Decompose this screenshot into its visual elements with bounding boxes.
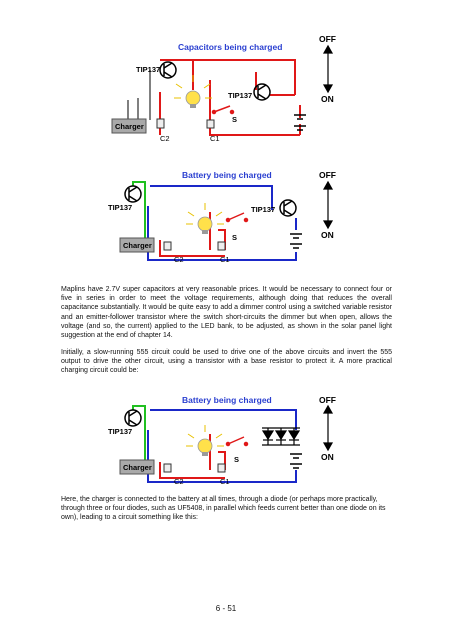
cap-label: C1 <box>210 134 220 143</box>
cap-label: C2 <box>174 477 184 486</box>
figure-capacitors-charging: Capacitors being charged TIP137 TIP137 <box>111 34 336 143</box>
page-number: 6 - 51 <box>215 604 237 613</box>
charger-label: Charger <box>123 241 152 250</box>
on-label: ON <box>321 230 334 240</box>
off-label: OFF <box>319 170 336 180</box>
switch-label: S <box>232 115 237 124</box>
figure-battery-charging-diodes: Battery being charged TIP137 S Charge <box>108 395 336 486</box>
transistor-icon <box>279 199 297 217</box>
transistor-icon <box>124 185 142 203</box>
arrow-icon <box>322 404 334 452</box>
body-paragraph: Initially, a slow-running 555 circuit co… <box>61 349 392 375</box>
capacitor-icon <box>217 463 226 473</box>
charger-box <box>119 459 155 475</box>
body-paragraph: Maplins have 2.7V super capacitors at ve… <box>61 286 392 340</box>
transistor-label: TIP137 <box>228 91 252 100</box>
off-label: OFF <box>319 395 336 405</box>
battery-icon <box>290 453 302 469</box>
transistor-label: TIP137 <box>136 65 160 74</box>
transistor-label: TIP137 <box>108 203 132 212</box>
figure-title: Battery being charged <box>182 395 272 405</box>
battery-icon <box>294 114 306 131</box>
transistor-icon <box>159 61 177 79</box>
capacitor-icon <box>163 241 172 251</box>
switch-icon <box>225 212 249 223</box>
diode-icon <box>261 427 301 446</box>
transistor-label: TIP137 <box>251 205 275 214</box>
bulb-icon <box>186 425 224 456</box>
capacitor-icon <box>206 119 215 129</box>
transistor-icon <box>253 83 271 101</box>
cap-label: C1 <box>220 255 230 264</box>
switch-label: S <box>234 455 239 464</box>
on-label: ON <box>321 452 334 462</box>
figure-title: Capacitors being charged <box>178 42 282 52</box>
battery-icon <box>290 233 302 249</box>
figure-battery-charging-1: Battery being charged TIP137 TIP137 S Ch… <box>108 170 336 264</box>
switch-icon <box>225 436 249 447</box>
transistor-icon <box>124 409 142 427</box>
off-label: OFF <box>319 34 336 44</box>
bulb-icon <box>186 203 224 234</box>
on-label: ON <box>321 94 334 104</box>
charger-box <box>119 237 155 253</box>
transistor-label: TIP137 <box>108 427 132 436</box>
cap-label: C2 <box>174 255 184 264</box>
body-paragraph: Here, the charger is connected to the ba… <box>61 496 386 522</box>
cap-label: C2 <box>160 134 170 143</box>
capacitor-icon <box>156 118 165 129</box>
charger-box <box>111 118 147 134</box>
switch-label: S <box>232 233 237 242</box>
switch-icon <box>211 105 235 115</box>
charger-label: Charger <box>123 463 152 472</box>
figure-title: Battery being charged <box>182 170 272 180</box>
capacitor-icon <box>217 241 226 251</box>
bulb-icon <box>174 75 212 108</box>
arrow-icon <box>322 180 334 230</box>
cap-label: C1 <box>220 477 230 486</box>
capacitor-icon <box>163 463 172 473</box>
arrow-icon <box>322 44 334 94</box>
charger-label: Charger <box>115 122 144 131</box>
